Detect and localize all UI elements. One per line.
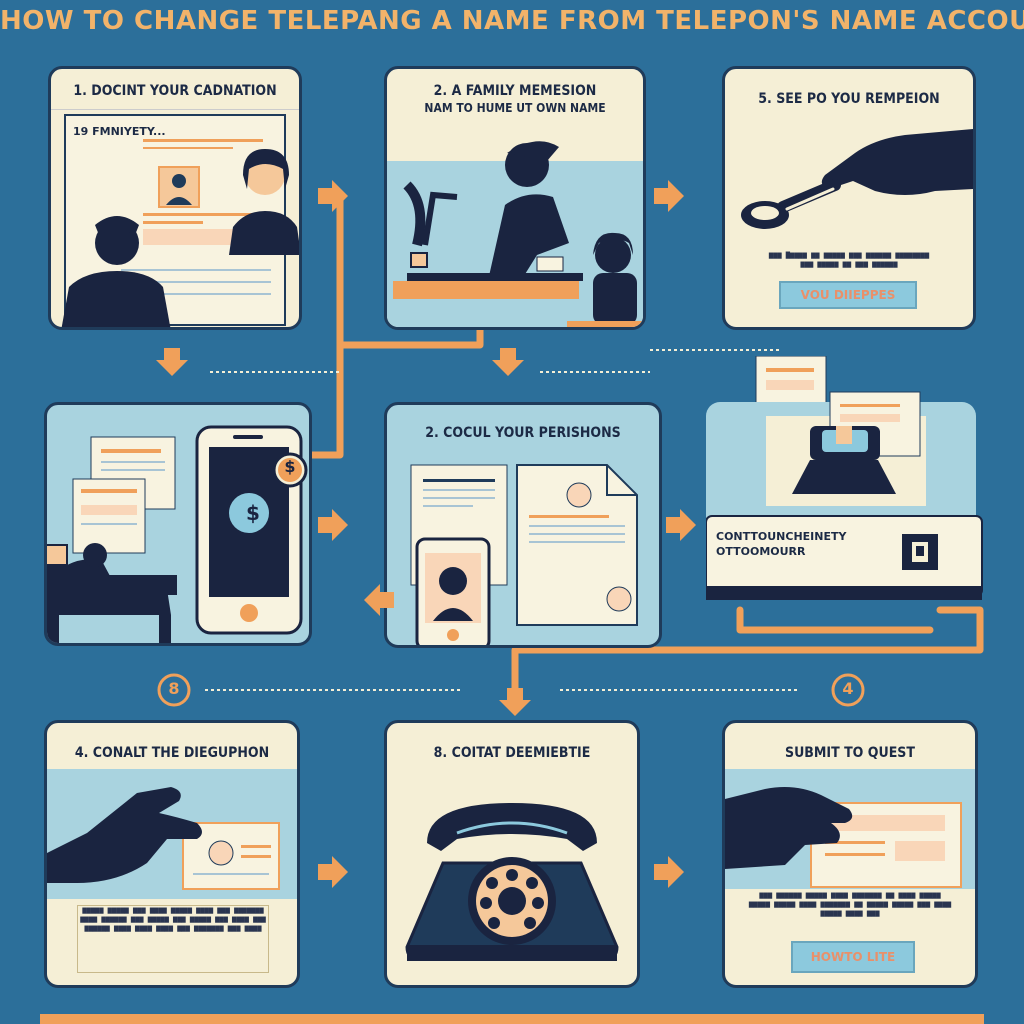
step-2-label-line1: 2. A FAMILY MEMESION xyxy=(433,83,597,99)
arrow-right-icon xyxy=(654,180,684,212)
step-panel-1: 1. DOCINT YOUR CADNATION 19 FMNIYETY... xyxy=(48,66,302,330)
step-panel-3: 5. SEE PO YOU REMPEION ▆▆▆ ▇▆▆▆▆ ▆▆ ▆▆▆▆… xyxy=(722,66,976,330)
paperwork-scene xyxy=(47,436,177,643)
step-9-label: SUBMIT TO QUEST xyxy=(785,745,915,761)
step-1-form-header: 19 FMNIYETY... xyxy=(73,125,166,138)
step-marker-right-icon xyxy=(831,673,865,707)
dollar-coin-icon[interactable] xyxy=(272,452,308,488)
arrow-right-icon xyxy=(666,509,696,541)
arrow-down-icon xyxy=(492,348,524,376)
step-3-button[interactable]: VOU DIIEPPES xyxy=(779,281,917,309)
dollar-symbol: $ xyxy=(246,501,260,525)
hand-icon xyxy=(741,129,973,229)
step-6-text-line2: OTTOOMOURR xyxy=(716,545,806,558)
step-panel-8: 8. COITAT DEEMIEBTIE xyxy=(384,720,640,988)
printer-scene xyxy=(706,356,983,600)
arrow-right-icon xyxy=(318,180,348,212)
step-7-fine-print: ▆▆▆▆▆ ▆▆▆▆▆ ▆▆▆ ▆▆▆▆ ▆▆▆▆▆ ▆▆▆▆ ▆▆▆ ▆▆▆▆… xyxy=(77,905,269,973)
step-marker-left-icon xyxy=(157,673,191,707)
step-7-label: 4. CONALT THE DIEGUPHON xyxy=(74,745,270,761)
arrow-right-icon xyxy=(318,856,348,888)
documents-scene xyxy=(410,464,638,645)
hand-icon xyxy=(725,787,962,888)
step-marker-right: 4 xyxy=(842,679,854,698)
step-panel-2: 2. A FAMILY MEMESION NAM TO HUME UT OWN … xyxy=(384,66,646,330)
desk-scene xyxy=(393,141,643,327)
hand-icon xyxy=(47,787,280,890)
step-panel-7: 4. CONALT THE DIEGUPHON ▆▆▆▆▆ ▆▆▆▆▆ ▆▆▆ … xyxy=(44,720,300,988)
step-marker-left: 8 xyxy=(168,679,180,698)
step-2-label-line2: NAM TO HUME UT OWN NAME xyxy=(424,101,606,115)
step-1-label: 1. DOCINT YOUR CADNATION xyxy=(73,83,277,99)
step-3-label: 5. SEE PO YOU REMPEION xyxy=(758,91,940,107)
step-5-label: 2. COCUL YOUR PERISHONS xyxy=(425,425,621,441)
step-panel-9: SUBMIT TO QUEST ▆▆▆ ▆▆▆▆▆▆ ▆▆▆▆▆ ▆▆▆▆ ▆▆… xyxy=(722,720,978,988)
person-icon xyxy=(229,149,299,255)
step-9-button[interactable]: HOWTO LITE xyxy=(791,941,915,973)
step-9-fine-print: ▆▆▆ ▆▆▆▆▆▆ ▆▆▆▆▆ ▆▆▆▆ ▆▆▆▆▆▆▆ ▆▆ ▆▆▆▆ ▆▆… xyxy=(748,891,952,917)
step-panel-4: $ xyxy=(44,402,312,646)
step-8-label: 8. COITAT DEEMIEBTIE xyxy=(433,745,591,761)
phone-icon xyxy=(405,803,619,961)
coin-symbol: $ xyxy=(284,457,296,476)
arrow-right-icon xyxy=(318,509,348,541)
arrow-down-icon xyxy=(499,688,531,716)
page-title: HOW TO CHANGE TELEPANG A NAME FROM TELEP… xyxy=(0,6,1024,36)
arrow-down-icon xyxy=(156,348,188,376)
arrow-right-icon xyxy=(654,856,684,888)
step-panel-5: 2. COCUL YOUR PERISHONS xyxy=(384,402,662,648)
arrow-left-icon xyxy=(364,584,394,616)
step-3-fine-print: ▆▆▆ ▇▆▆▆▆ ▆▆ ▆▆▆▆▆ ▆▆▆ ▆▆▆▆▆▆ ▆▆▆▆▆▆▆▆ ▆… xyxy=(768,251,930,268)
step-6-text-line1: CONTTOUNCHEINETY xyxy=(716,530,847,543)
person-icon xyxy=(61,216,171,327)
